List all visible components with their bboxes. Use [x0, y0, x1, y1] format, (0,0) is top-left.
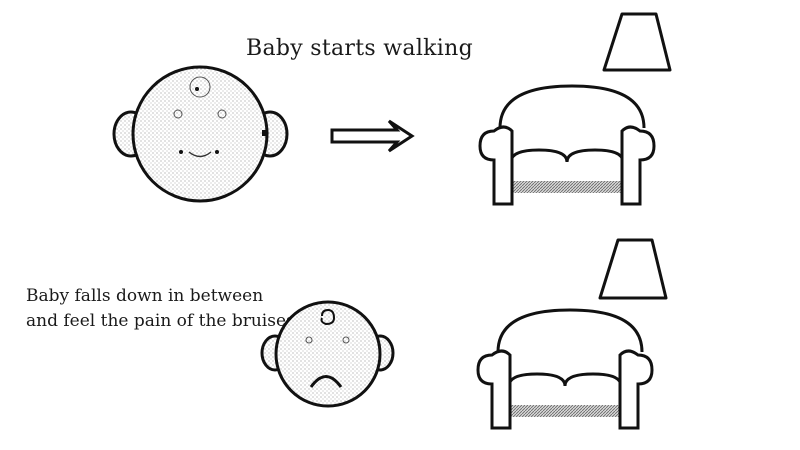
lampshade-icon — [602, 12, 672, 72]
diagram-title: Baby starts walking — [246, 36, 473, 61]
sofa-icon — [478, 84, 656, 206]
lampshade-icon — [598, 238, 668, 300]
sofa-icon — [476, 308, 654, 430]
baby-face-icon — [112, 65, 289, 203]
sad-baby-face-icon — [260, 300, 395, 408]
fall-caption: Baby falls down in between and feel the … — [26, 286, 295, 331]
right-arrow-icon — [330, 119, 415, 153]
